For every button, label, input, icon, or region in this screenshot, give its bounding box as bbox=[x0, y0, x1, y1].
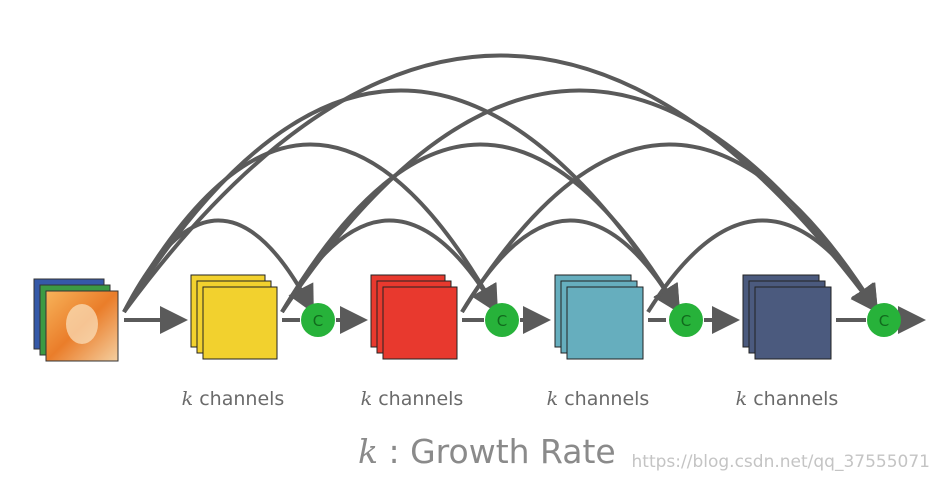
k-channels-label-3: k channels bbox=[547, 388, 650, 410]
growth-rate-label: k : Growth Rate bbox=[358, 432, 616, 471]
skip-input-to-c2 bbox=[122, 142, 498, 314]
input-image-stack bbox=[33, 278, 119, 362]
dense-skip-connections bbox=[122, 53, 879, 314]
concat-node-3: C bbox=[669, 303, 703, 337]
skip-layer1-to-c3 bbox=[280, 142, 681, 314]
layer-3-feature-stack bbox=[554, 274, 644, 360]
concat-symbol-3: C bbox=[681, 312, 691, 330]
channels-word: channels bbox=[199, 388, 285, 410]
channels-word: channels bbox=[378, 388, 464, 410]
k-symbol: k bbox=[735, 388, 748, 410]
layer-1-feature-stack bbox=[190, 274, 278, 360]
channels-word: channels bbox=[753, 388, 839, 410]
concat-circle bbox=[867, 303, 901, 337]
skip-layer3-to-c4 bbox=[646, 218, 879, 314]
growth-rate-text: : Growth Rate bbox=[388, 432, 616, 471]
concat-symbol-2: C bbox=[497, 312, 507, 330]
concat-circle bbox=[485, 303, 519, 337]
input-image-cat-face bbox=[66, 304, 98, 344]
concat-node-2: C bbox=[485, 303, 519, 337]
watermark-url: https://blog.csdn.net/qq_37555071 bbox=[631, 452, 930, 472]
layer-4-feature-stack bbox=[742, 274, 832, 360]
k-symbol: k bbox=[360, 388, 373, 410]
concat-node-1: C bbox=[301, 303, 335, 337]
concat-symbol-1: C bbox=[313, 312, 323, 330]
layer-2-feature-stack bbox=[370, 274, 458, 360]
channels-word: channels bbox=[564, 388, 650, 410]
concat-circle bbox=[669, 303, 703, 337]
concat-node-4: C bbox=[867, 303, 901, 337]
k-channels-label-2: k channels bbox=[361, 388, 464, 410]
concat-circle bbox=[301, 303, 335, 337]
k-symbol: k bbox=[181, 388, 194, 410]
concat-symbol-4: C bbox=[879, 312, 889, 330]
skip-layer2-to-c4 bbox=[460, 142, 879, 314]
k-channels-label-1: k channels bbox=[182, 388, 285, 410]
k-symbol: k bbox=[546, 388, 559, 410]
skip-input-to-c4 bbox=[122, 53, 879, 314]
k-channels-label-4: k channels bbox=[736, 388, 839, 410]
growth-rate-k-symbol: k bbox=[358, 432, 378, 471]
